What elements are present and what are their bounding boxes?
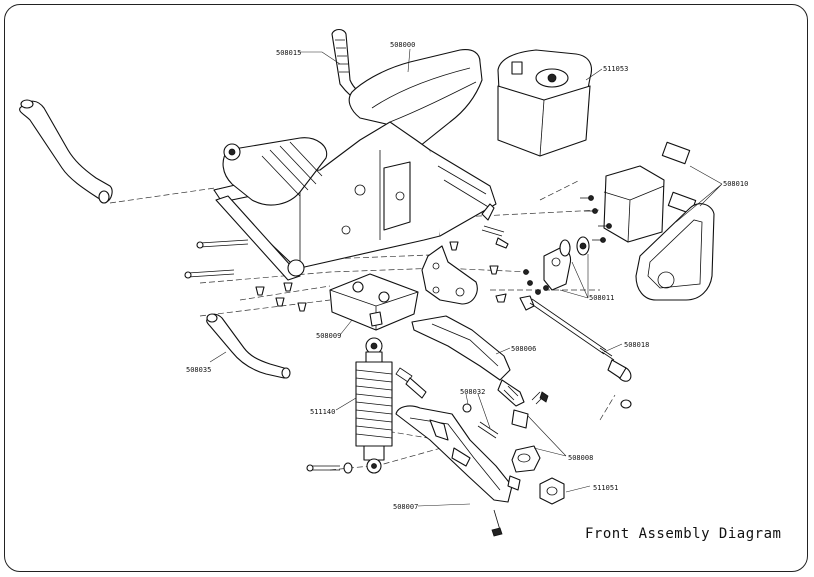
- hub-hardware: [462, 391, 549, 491]
- label-508032: 508032: [460, 388, 485, 396]
- part-labels: 508015 508000 511053 508010 508011 50800…: [186, 41, 748, 511]
- hardware-screws: [184, 203, 509, 312]
- label-508011: 508011: [589, 294, 614, 302]
- diagram-title: Front Assembly Diagram: [585, 526, 781, 542]
- label-508035: 508035: [186, 366, 211, 374]
- installed-shock: [222, 137, 328, 206]
- receiver-box: [497, 49, 593, 157]
- servo-saver-parts: [523, 236, 590, 295]
- hex-nut: [539, 477, 565, 505]
- label-508008: 508008: [568, 454, 593, 462]
- leader-lines: [209, 48, 723, 507]
- front-shock: [306, 337, 427, 474]
- lower-suspension-arm: [395, 405, 513, 537]
- label-508018: 508018: [624, 341, 649, 349]
- label-511051: 511051: [593, 484, 618, 492]
- front-bumper-lower: [206, 313, 291, 379]
- label-508007: 508007: [393, 503, 418, 511]
- label-508010: 508010: [723, 180, 748, 188]
- label-508009: 508009: [316, 332, 341, 340]
- label-508015: 508015: [276, 49, 301, 57]
- front-bumper-upper: [19, 99, 113, 204]
- steering-servo: [580, 141, 715, 301]
- label-508000: 508000: [390, 41, 415, 49]
- steering-bracket: [421, 245, 478, 305]
- chassis-plate: [348, 49, 483, 161]
- label-511053: 511053: [603, 65, 628, 73]
- label-508006: 508006: [511, 345, 536, 353]
- front-bulkhead: [213, 121, 497, 281]
- label-511140: 511140: [310, 408, 335, 416]
- bulkhead-block: [329, 273, 419, 331]
- upper-suspension-arm: [411, 315, 525, 407]
- steering-link: [519, 295, 632, 409]
- diagram-frame: [4, 4, 808, 572]
